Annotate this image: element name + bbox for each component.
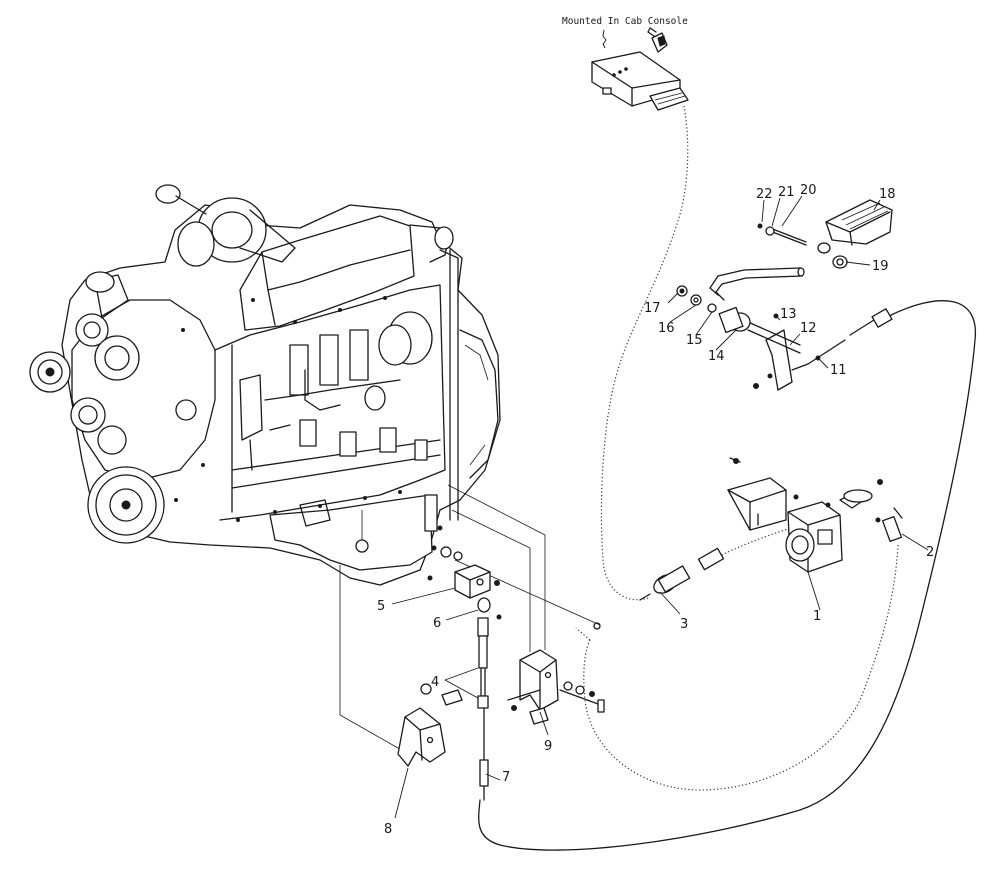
callout-19: 19 [872, 259, 889, 274]
bracket-9 [507, 622, 605, 725]
callout-13: 13 [780, 307, 797, 322]
callout-22: 22 [756, 187, 773, 202]
callout-17: 17 [644, 301, 661, 316]
callout-1: 1 [813, 609, 821, 624]
cab-console-note: Mounted In Cab Console [562, 16, 688, 27]
callout-18: 18 [879, 187, 896, 202]
callout-4: 4 [431, 675, 439, 690]
callout-2: 2 [926, 545, 934, 560]
callout-6: 6 [433, 616, 441, 631]
callout-15: 15 [686, 333, 703, 348]
callout-3: 3 [680, 617, 688, 632]
cab-controller [591, 27, 689, 111]
callout-5: 5 [377, 599, 385, 614]
wire-harness [575, 105, 899, 791]
sensor-stack-4-6 [477, 597, 502, 801]
bracket-5 [427, 525, 500, 599]
callout-21: 21 [778, 185, 795, 200]
callout-12: 12 [800, 321, 817, 336]
callout-9: 9 [544, 739, 552, 754]
actuator-1 [727, 457, 883, 573]
oil-pan [269, 494, 433, 571]
callout-7: 7 [502, 770, 510, 785]
engine-assembly [29, 184, 501, 586]
connector-3 [639, 547, 725, 601]
callout-14: 14 [708, 349, 725, 364]
callout-11: 11 [830, 363, 847, 378]
pedal-linkage [676, 199, 893, 391]
bracket-8 [397, 683, 463, 767]
callout-8: 8 [384, 822, 392, 837]
cable-end-7 [479, 759, 489, 787]
callout-20: 20 [800, 183, 817, 198]
sensor-2 [881, 507, 903, 543]
callout-16: 16 [658, 321, 675, 336]
throttle-cable [478, 300, 977, 851]
callout-leaders [391, 195, 929, 819]
pedal-18 [825, 199, 893, 245]
